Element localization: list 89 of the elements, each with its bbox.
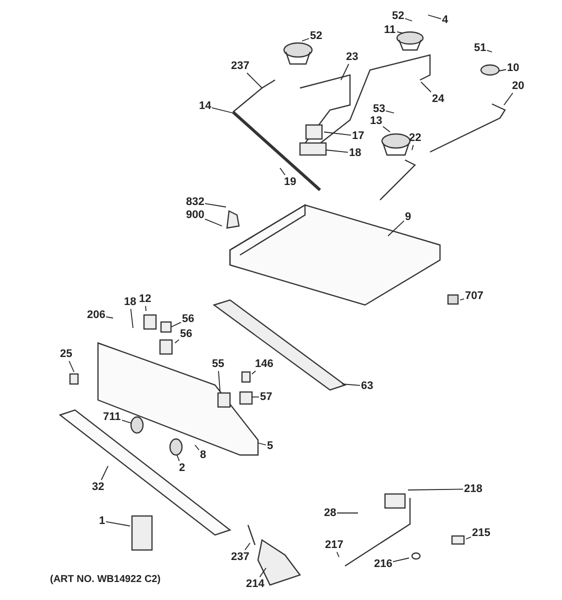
callout-number: 13: [370, 115, 382, 127]
leader-line: [324, 132, 352, 136]
callout-number: 8: [200, 449, 206, 461]
leader-line: [326, 150, 348, 153]
leader-line: [194, 444, 200, 450]
callout-number: 217: [325, 539, 344, 551]
callout-number: 9: [405, 211, 412, 223]
leader-line: [386, 110, 394, 114]
callout-number: 56: [180, 328, 192, 340]
leader-line: [212, 107, 234, 114]
leader-line: [246, 72, 262, 88]
callout-number: 57: [260, 391, 272, 403]
leader-line: [106, 521, 130, 526]
callout-number: 12: [139, 293, 152, 305]
leader-line: [428, 14, 442, 20]
leader-line: [122, 420, 132, 424]
leader-line: [412, 144, 414, 150]
leader-line: [340, 64, 350, 80]
leader-line: [302, 38, 310, 42]
callout-number: 707: [465, 290, 484, 302]
leader-line: [218, 370, 220, 392]
callout-number: 52: [392, 10, 404, 22]
callout-number: 5: [267, 440, 274, 452]
callout-number: 18: [349, 147, 362, 159]
leader-line: [504, 92, 514, 106]
leader-line: [486, 50, 492, 52]
callout-number: 215: [472, 527, 490, 539]
leader-line: [382, 126, 390, 132]
callout-number: 214: [246, 578, 264, 590]
callout-number: 711: [103, 411, 121, 423]
callout-number: 237: [231, 551, 250, 563]
leader-line: [408, 488, 464, 490]
callout-number: 11: [384, 24, 396, 36]
leader-line: [404, 18, 412, 22]
callout-number: 146: [255, 358, 274, 370]
callout-number: 53: [373, 103, 386, 115]
callout-number: 2: [179, 462, 186, 474]
leader-line: [466, 536, 472, 540]
leader-line: [204, 203, 226, 208]
callout-number: 14: [199, 100, 212, 112]
callout-number: 206: [87, 309, 106, 321]
callout-number: 24: [432, 93, 444, 105]
leader-line: [460, 298, 464, 300]
leader-line: [258, 442, 266, 446]
callout-number: 832: [186, 196, 204, 208]
leader-line: [170, 322, 182, 328]
leader-line: [259, 568, 266, 578]
callout-number: 20: [512, 80, 524, 92]
leader-line: [204, 218, 222, 226]
leader-line: [176, 454, 180, 462]
callout-number: 1: [99, 515, 106, 527]
leader-line: [342, 384, 360, 386]
leader-line: [106, 316, 114, 318]
callout-number: 25: [60, 348, 72, 360]
callout-number: 51: [474, 42, 486, 54]
leader-line: [68, 360, 74, 372]
callout-number: 237: [231, 60, 250, 72]
leader-line: [252, 370, 256, 374]
callout-number: 4: [442, 14, 448, 26]
leader-line: [174, 339, 180, 344]
leader-line: [388, 220, 404, 236]
callout-number: 28: [324, 507, 336, 519]
callout-number: 32: [92, 481, 104, 493]
callout-number: 23: [346, 51, 358, 63]
callout-number: 55: [212, 358, 224, 370]
callout-number: 63: [361, 380, 374, 392]
leader-line: [396, 31, 402, 34]
art-number-note: (ART NO. WB14922 C2): [50, 574, 161, 585]
leader-line: [336, 552, 340, 558]
callout-number: 22: [409, 132, 422, 144]
leader-line: [252, 396, 260, 398]
callout-number: 18: [124, 296, 136, 308]
callout-number: 218: [464, 483, 482, 495]
leader-line: [498, 69, 506, 72]
callout-number: 52: [310, 30, 322, 42]
leader-line: [336, 512, 358, 514]
callout-number: 900: [186, 209, 204, 221]
leader-line: [280, 168, 286, 176]
leader-line: [392, 558, 410, 562]
callout-number: 17: [352, 130, 364, 142]
leader-line: [130, 308, 134, 328]
leader-line: [145, 306, 146, 312]
callout-number: 19: [284, 176, 296, 188]
callout-number: 216: [374, 558, 392, 570]
leader-line: [420, 82, 432, 92]
leader-line: [244, 542, 250, 550]
callout-number: 10: [507, 62, 520, 74]
callout-number: 56: [182, 313, 194, 325]
leader-line: [100, 466, 108, 480]
